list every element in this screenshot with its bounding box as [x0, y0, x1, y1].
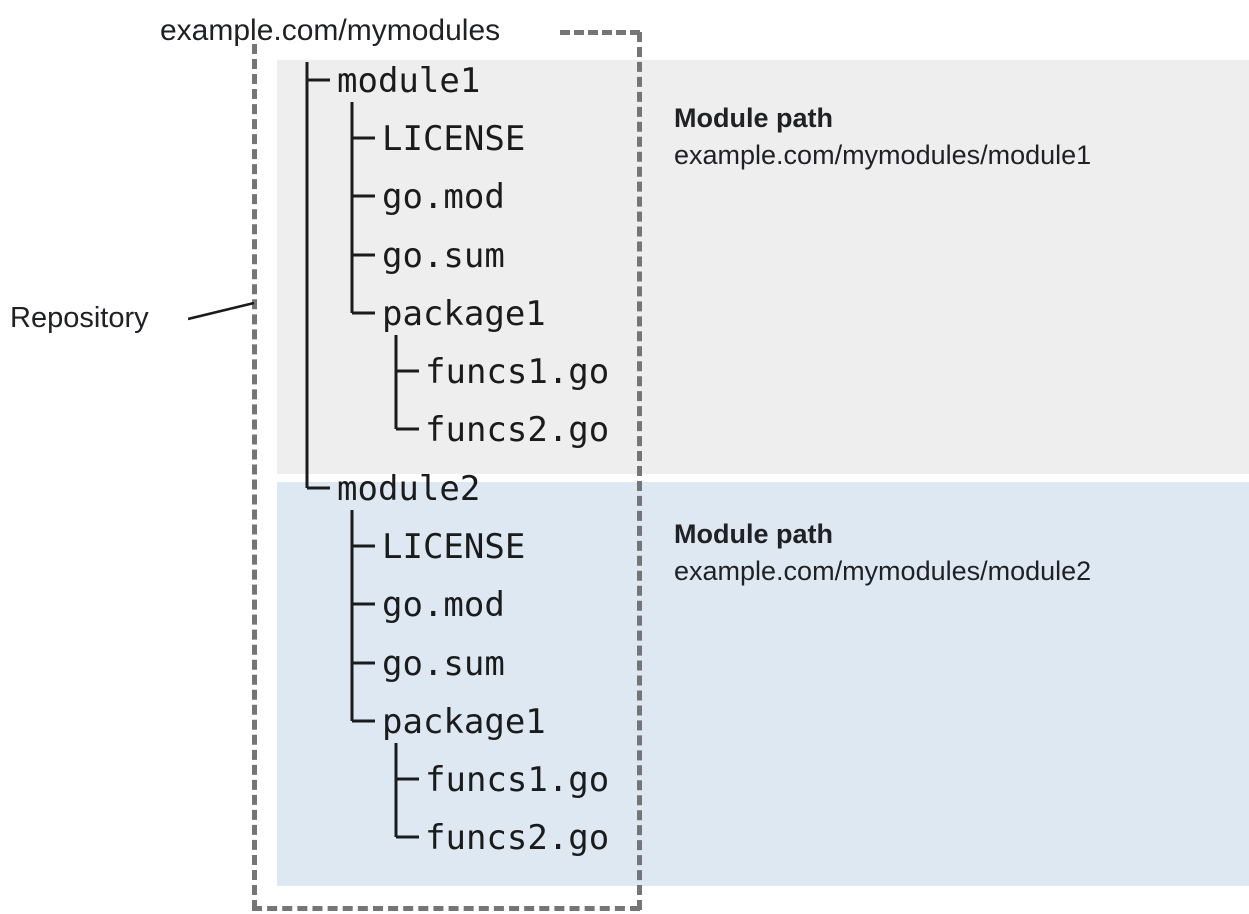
- tree-item-module2[interactable]: module2: [337, 469, 481, 509]
- module1-annotation-path: example.com/mymodules/module1: [674, 140, 1092, 170]
- repository-border-bottom: [252, 906, 640, 911]
- repository-leader-line: [188, 301, 255, 321]
- repository-border-right: [637, 32, 642, 910]
- tree-item-m1-gomod[interactable]: go.mod: [382, 177, 505, 217]
- repository-url-label: example.com/mymodules: [160, 14, 501, 47]
- module2-annotation-path: example.com/mymodules/module2: [674, 556, 1092, 586]
- tree-item-m1-gosum[interactable]: go.sum: [382, 236, 505, 276]
- tree-item-m1-funcs1[interactable]: funcs1.go: [425, 352, 610, 392]
- module1-annotation-title: Module path: [674, 103, 833, 133]
- tree-item-m2-package1[interactable]: package1: [382, 702, 546, 742]
- tree-item-m2-funcs2[interactable]: funcs2.go: [425, 818, 610, 858]
- module1-annotation: Module path example.com/mymodules/module…: [674, 100, 1234, 174]
- tree-item-m2-gomod[interactable]: go.mod: [382, 585, 505, 625]
- module2-annotation: Module path example.com/mymodules/module…: [674, 516, 1234, 590]
- module1-highlight-band: [277, 60, 1249, 474]
- module2-highlight-band: [277, 482, 1249, 886]
- repository-border-left: [252, 44, 257, 910]
- tree-item-m1-funcs2[interactable]: funcs2.go: [425, 410, 610, 450]
- tree-item-m1-package1[interactable]: package1: [382, 294, 546, 334]
- tree-item-m1-license[interactable]: LICENSE: [382, 119, 526, 159]
- module2-annotation-title: Module path: [674, 519, 833, 549]
- tree-item-module1[interactable]: module1: [337, 61, 481, 101]
- tree-item-m2-license[interactable]: LICENSE: [382, 527, 526, 567]
- repository-border-top: [560, 30, 640, 35]
- tree-item-m2-funcs1[interactable]: funcs1.go: [425, 760, 610, 800]
- repository-label: Repository: [10, 302, 149, 334]
- tree-item-m2-gosum[interactable]: go.sum: [382, 644, 505, 684]
